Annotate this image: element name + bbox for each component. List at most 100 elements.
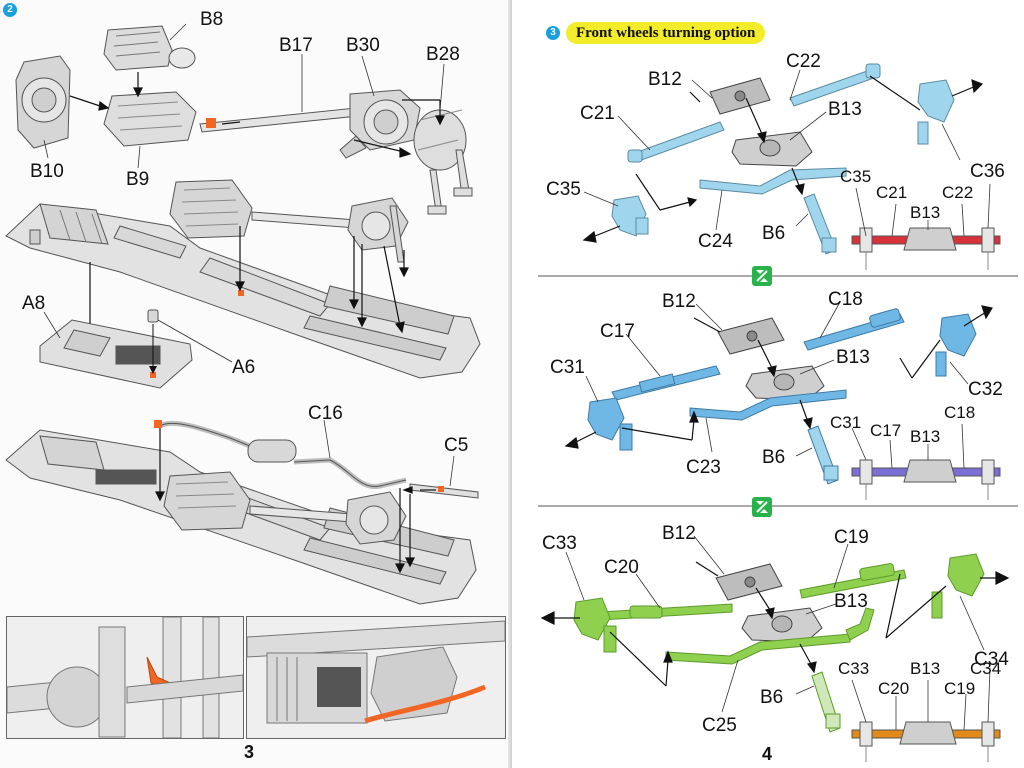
assembly-arrows-top (69, 72, 445, 158)
panel3-b13-housing (741, 607, 823, 643)
p1-label-c36: C36 (970, 161, 1005, 182)
p2-label-c32: C32 (968, 379, 1003, 400)
p2-label-c31: C31 (550, 357, 585, 378)
p3-label-c19: C19 (834, 527, 869, 548)
p1-label-b13: B13 (828, 99, 862, 120)
panel1-c24-link (699, 167, 847, 195)
p2-label-c18: C18 (828, 289, 863, 310)
label-c5: C5 (444, 435, 469, 456)
p1-label-b6: B6 (762, 223, 786, 244)
p1-label-c35: C35 (546, 179, 581, 200)
p1-sub-label-c21: C21 (876, 183, 908, 202)
panel3-c25-link (665, 607, 875, 665)
step-badge-2: 2 (3, 3, 17, 17)
detail-inset-right (246, 616, 506, 739)
p1-sub-label-b13: B13 (910, 203, 941, 222)
option-title: Front wheels turning option (566, 22, 766, 44)
page-number-right: 4 (762, 744, 773, 764)
panel1-b13-housing (731, 131, 813, 167)
panel2-b12-plate (717, 317, 785, 355)
panel3-subassembly (851, 721, 1001, 762)
p3-label-c25: C25 (702, 715, 737, 736)
label-c16: C16 (308, 403, 343, 424)
panel3-c34-knuckle (931, 553, 985, 619)
p2-sub-label-c17: C17 (870, 421, 902, 440)
glue-point-mid (238, 290, 244, 296)
p3-sub-label-c20: C20 (878, 679, 910, 698)
part-b9 (103, 91, 197, 147)
panel3-c19-rod (799, 563, 907, 599)
panel1-c35-knuckle (611, 195, 649, 237)
panel1-arrows (582, 75, 984, 243)
swap-arrows-icon (756, 501, 768, 513)
detail-inset-right-drawing (247, 617, 505, 738)
p2-label-b13: B13 (836, 347, 870, 368)
label-a6: A6 (232, 357, 256, 378)
step-badge-3: 3 (546, 26, 560, 40)
p3-sub-label-b13: B13 (910, 659, 941, 678)
panel2-c31-knuckle (587, 397, 633, 451)
p2-label-b6: B6 (762, 447, 786, 468)
panel3-b6-shaft (811, 671, 841, 733)
transmission-bottom (163, 471, 407, 545)
panel1-c22-rod (789, 63, 881, 107)
p1-label-c21: C21 (580, 103, 615, 124)
panel3-arrows (540, 561, 1010, 687)
p3-sub-label-c33: C33 (838, 659, 870, 678)
panel3-b12-plate (715, 563, 783, 601)
panel1-c21-rod (627, 121, 725, 163)
panel1-subassembly (851, 227, 1001, 270)
detail-inset-left (6, 616, 244, 739)
p1-label-c22: C22 (786, 51, 821, 72)
part-b28 (413, 109, 473, 215)
page-number-left: 3 (244, 742, 255, 762)
panel1-c36-knuckle (917, 79, 955, 145)
part-b30 (339, 89, 421, 159)
panel2-c32-knuckle (935, 313, 977, 377)
p2-sub-label-b13: B13 (910, 427, 941, 446)
alternative-option-icon-1 (752, 266, 772, 286)
label-a8: A8 (22, 293, 46, 314)
panel2-b13-housing (745, 365, 825, 401)
p3-label-c33: C33 (542, 533, 577, 554)
left-page-drawing (5, 23, 481, 605)
left-page: 2 (3, 3, 506, 762)
panel2-arrows (564, 305, 993, 449)
assembly-arrows-bottom (155, 428, 436, 574)
p3-label-b6: B6 (760, 687, 784, 708)
panel2-c18-rod (803, 308, 905, 351)
p3-label-c20: C20 (604, 557, 639, 578)
p3-label-b12: B12 (662, 523, 696, 544)
p2-sub-label-c18: C18 (944, 403, 976, 422)
right-label-leaders (565, 69, 991, 731)
p3-sub-label-c34: C34 (970, 659, 1002, 678)
panel2-b6-shaft (807, 425, 839, 485)
p2-label-c17: C17 (600, 321, 635, 342)
part-b8 (103, 25, 196, 71)
label-leaders (43, 23, 455, 487)
p1-label-b12: B12 (648, 69, 682, 90)
p3-label-c34: C34 (974, 649, 1009, 670)
p1-label-c24: C24 (698, 231, 733, 252)
label-b8: B8 (200, 9, 224, 30)
panel3-c33-knuckle (573, 597, 617, 653)
p3-sub-label-c19: C19 (944, 679, 976, 698)
alternative-option-icon-2 (752, 497, 772, 517)
label-b10: B10 (30, 161, 64, 182)
p3-label-b13: B13 (834, 591, 868, 612)
p1-sub-label-c35: C35 (840, 167, 872, 186)
transmission-mid (169, 179, 409, 263)
p2-sub-label-c31: C31 (830, 413, 862, 432)
panel3-c20-rod (599, 603, 733, 621)
p2-label-c23: C23 (686, 457, 721, 478)
panel2-c17-rod (611, 365, 721, 401)
label-b17: B17 (279, 35, 313, 56)
part-c16 (154, 420, 407, 489)
part-a6 (147, 309, 233, 374)
part-b10 (15, 55, 71, 149)
panel1-b12-plate (709, 77, 771, 115)
panel1-b6-shaft (803, 193, 837, 255)
detail-inset-left-drawing (7, 617, 243, 738)
p2-label-b12: B12 (662, 291, 696, 312)
